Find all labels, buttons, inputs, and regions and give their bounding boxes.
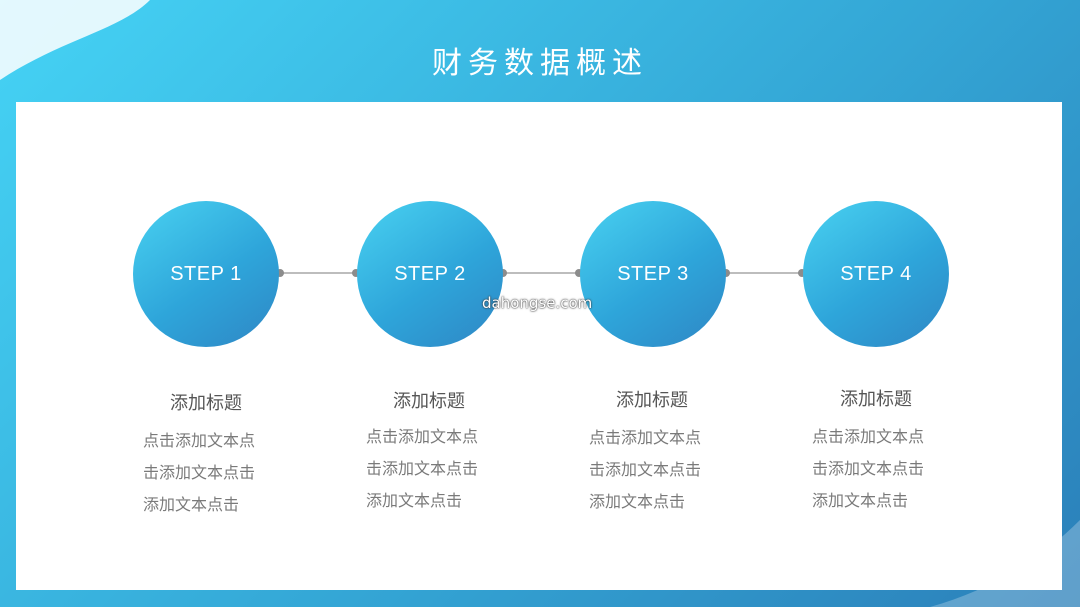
description-line: 添加文本点击 — [143, 495, 240, 514]
step-label: STEP 4 — [840, 262, 912, 285]
watermark-text: dahongse.com — [482, 294, 593, 312]
step-description-3: 点击添加文本点 击添加文本点击 添加文本点击 — [589, 422, 809, 518]
connector-dot — [276, 269, 284, 277]
step-circle-2: STEP 2 — [357, 201, 503, 347]
step-heading-3: 添加标题 — [616, 390, 688, 411]
description-line: 添加文本点击 — [589, 492, 686, 511]
step-heading-2: 添加标题 — [393, 391, 465, 412]
step-label: STEP 3 — [617, 262, 689, 285]
step-circle-4: STEP 4 — [803, 201, 949, 347]
step-description-2: 点击添加文本点 击添加文本点击 添加文本点击 — [366, 421, 586, 517]
description-line: 击添加文本点击 — [589, 460, 702, 479]
connector-dot — [798, 269, 806, 277]
slide-title: 财务数据概述 — [432, 46, 648, 81]
connector-dot — [499, 269, 507, 277]
description-line: 点击添加文本点 — [366, 427, 479, 446]
step-circle-3: STEP 3 — [580, 201, 726, 347]
connector-dot — [352, 269, 360, 277]
connector-line-3-4 — [726, 272, 802, 274]
description-line: 添加文本点击 — [366, 491, 463, 510]
step-label: STEP 1 — [170, 262, 242, 285]
connector-line-2-3 — [503, 272, 579, 274]
step-heading-1: 添加标题 — [170, 393, 242, 414]
step-circle-1: STEP 1 — [133, 201, 279, 347]
step-description-1: 点击添加文本点 击添加文本点击 添加文本点击 — [143, 425, 363, 521]
connector-dot — [575, 269, 583, 277]
connector-line-1-2 — [280, 272, 356, 274]
description-line: 点击添加文本点 — [143, 431, 256, 450]
description-line: 点击添加文本点 — [589, 428, 702, 447]
description-line: 点击添加文本点 — [812, 427, 925, 446]
description-line: 击添加文本点击 — [143, 463, 256, 482]
description-line: 击添加文本点击 — [812, 459, 925, 478]
step-label: STEP 2 — [394, 262, 466, 285]
description-line: 添加文本点击 — [812, 491, 909, 510]
connector-dot — [722, 269, 730, 277]
step-description-4: 点击添加文本点 击添加文本点击 添加文本点击 — [812, 421, 1032, 517]
step-heading-4: 添加标题 — [840, 389, 912, 410]
description-line: 击添加文本点击 — [366, 459, 479, 478]
